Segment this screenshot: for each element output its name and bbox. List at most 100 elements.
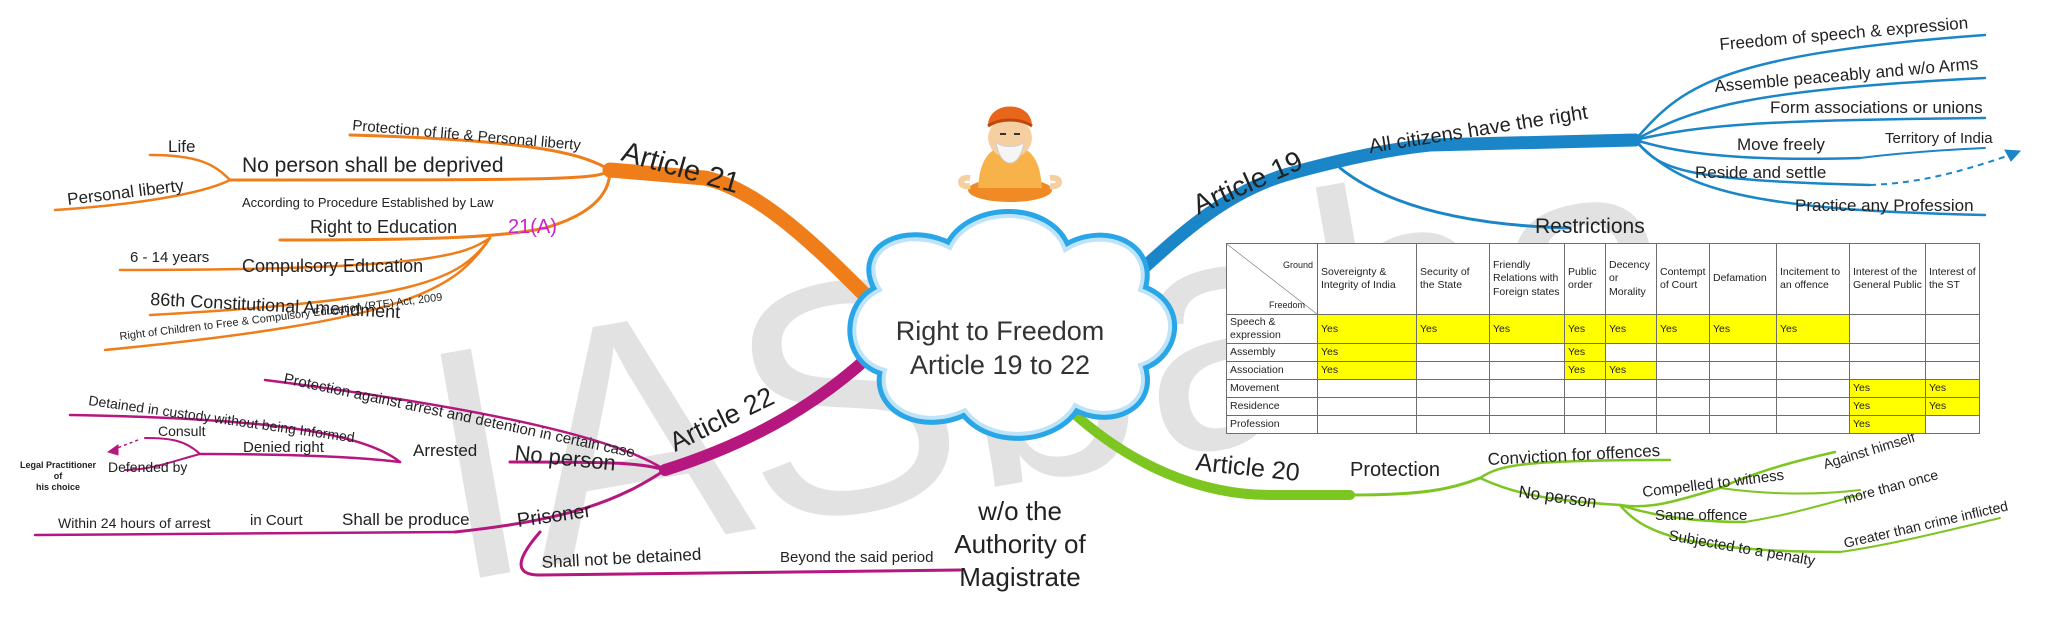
table-header-cell: Decency or Morality [1605, 243, 1657, 315]
table-cell: Yes [1849, 379, 1926, 399]
arrow-left-icon [106, 439, 139, 456]
table-cell: Yes [1925, 379, 1980, 399]
article19-right-4: Move freely [1737, 135, 1825, 154]
table-cell [1776, 415, 1850, 435]
table-cell: Yes [1416, 313, 1490, 345]
table-cell: Yes [1317, 313, 1417, 345]
meditating-sage-icon [958, 106, 1062, 202]
table-cell: Yes [1849, 415, 1926, 435]
table-cell [1656, 343, 1710, 363]
table-row-freedom: Assembly [1226, 343, 1318, 363]
table-cell [1776, 397, 1850, 417]
table-cell [1925, 343, 1980, 363]
table-row-freedom: Profession [1226, 415, 1318, 435]
table-cell [1605, 379, 1657, 399]
table-cell [1776, 343, 1850, 363]
table-cell: Yes [1849, 397, 1926, 417]
table-cell [1776, 379, 1850, 399]
restrictions-table: Ground Freedom Sovereignty & Integrity o… [1226, 243, 1980, 435]
article20-protection: Protection [1350, 459, 1440, 481]
table-row-freedom: Association [1226, 361, 1318, 381]
table-cell [1564, 379, 1606, 399]
table-cell [1317, 415, 1417, 435]
article19-restrictions: Restrictions [1535, 215, 1645, 238]
table-header-cell: Interest of the ST [1925, 243, 1980, 315]
article19-right-6: Practice any Profession [1795, 196, 1974, 215]
table-cell [1709, 415, 1777, 435]
article20-against: Against himself [1821, 429, 1917, 472]
table-cell [1709, 379, 1777, 399]
article19-right-1: Freedom of speech & expression [1719, 13, 1969, 54]
center-title-line1: Right to Freedom [896, 316, 1105, 346]
table-cell: Yes [1656, 313, 1710, 345]
table-cell [1564, 397, 1606, 417]
article22-consult: Consult [158, 423, 206, 439]
article22-denied: Denied right [243, 439, 325, 456]
article21-title: Article 21 [618, 136, 743, 200]
table-cell [1925, 361, 1980, 381]
article21-life: Life [168, 137, 195, 156]
table-cell [1489, 343, 1565, 363]
table-header-cell: Friendly Relations with Foreign states [1489, 243, 1565, 315]
article20-no-person: No person [1517, 482, 1597, 512]
table-cell [1489, 397, 1565, 417]
article22-defended: Defended by [108, 459, 187, 475]
article22-beyond: Beyond the said period [780, 549, 933, 566]
table-header-cell: Security of the State [1416, 243, 1490, 315]
article20-branch [1065, 405, 2001, 554]
table-cell: Yes [1489, 313, 1565, 345]
table-cell: Yes [1776, 313, 1850, 345]
center-cloud: Right to Freedom Article 19 to 22 [847, 209, 1177, 441]
table-row-freedom: Speech & expression [1226, 313, 1318, 345]
article22-within: Within 24 hours of arrest [58, 515, 211, 531]
table-cell [1416, 415, 1490, 435]
table-cell: Yes [1709, 313, 1777, 345]
table-cell [1925, 415, 1980, 435]
table-corner-ground: Ground [1282, 260, 1313, 270]
table-header-cell: Incitement to an offence [1776, 243, 1850, 315]
table-corner-cell: Ground Freedom [1226, 243, 1318, 315]
arrow-right-icon [1869, 149, 2022, 186]
table-cell [1849, 343, 1926, 363]
table-cell: Yes [1564, 361, 1606, 381]
center-title-line2: Article 19 to 22 [910, 350, 1090, 380]
table-cell [1605, 343, 1657, 363]
article21-protection: Protection of life & Personal liberty [352, 117, 582, 154]
article20-compelled: Compelled to witness [1641, 467, 1785, 501]
table-cell [1489, 361, 1565, 381]
table-cell [1709, 397, 1777, 417]
table-cell [1489, 379, 1565, 399]
table-corner-freedom: Freedom [1269, 299, 1306, 310]
article19-right-5: Reside and settle [1695, 163, 1826, 182]
article22-magistrate-2: Authority of [954, 529, 1086, 559]
article21-procedure: According to Procedure Established by La… [242, 195, 494, 210]
table-cell: Yes [1605, 361, 1657, 381]
article22-branch [33, 354, 962, 577]
table-cell [1489, 415, 1565, 435]
table-cell [1709, 361, 1777, 381]
table-cell [1564, 415, 1606, 435]
article22-practitioner-2: of [54, 471, 63, 481]
table-cell [1656, 415, 1710, 435]
table-cell [1605, 397, 1657, 417]
table-header-cell: Interest of the General Public [1849, 243, 1926, 315]
article20-same: Same offence [1655, 507, 1747, 524]
table-cell: Yes [1925, 397, 1980, 417]
article20-greater: Greater than crime inflicted [1842, 498, 2009, 551]
table-header-cell: Contempt of Court [1656, 243, 1710, 315]
table-cell [1849, 313, 1926, 345]
article22-produce: Shall be produce [342, 510, 470, 529]
table-header-cell: Sovereignty & Integrity of India [1317, 243, 1417, 315]
article22-practitioner-1: Legal Practitioner [20, 460, 97, 470]
article19-branch [1123, 33, 1987, 287]
article21-deprived: No person shall be deprived [242, 154, 504, 177]
table-header-cell: Defamation [1709, 243, 1777, 315]
article22-magistrate-3: Magistrate [959, 562, 1080, 592]
article22-detained: Detained in custody without being Inform… [88, 392, 356, 445]
table-cell [1656, 361, 1710, 381]
article21-rte-title: Right to Education [310, 217, 457, 237]
